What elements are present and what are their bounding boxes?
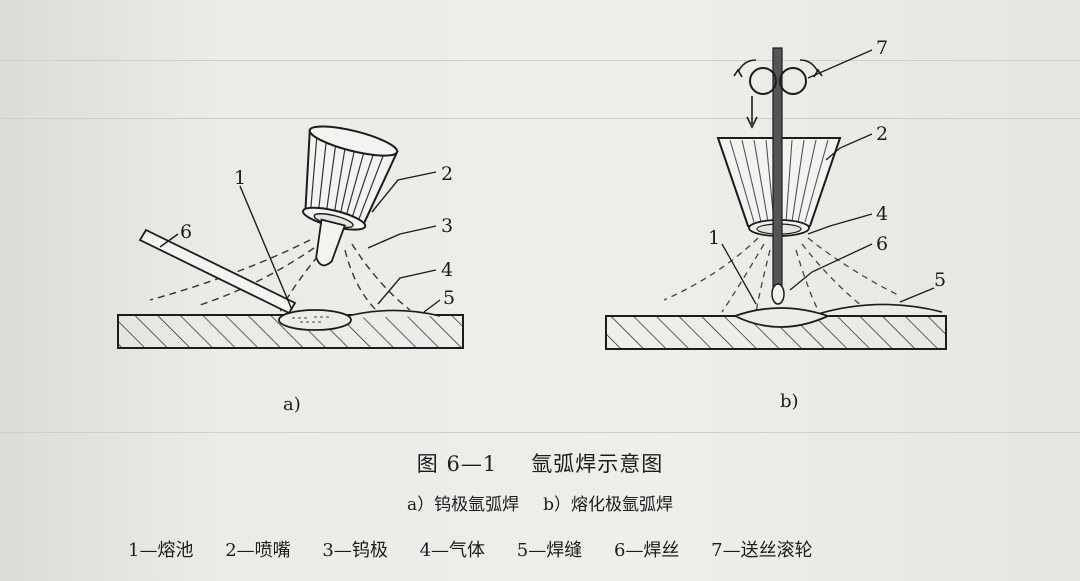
leader-lines-b <box>721 49 935 305</box>
filler-wire-a <box>138 228 297 315</box>
bleed-through-line <box>0 432 1080 433</box>
callouts-a: 1 2 3 4 5 6 <box>180 163 455 309</box>
subcaption-b: b）熔化极氩弧焊 <box>543 495 674 515</box>
weld-seam-a <box>339 309 441 319</box>
callout-a-6: 6 <box>180 221 192 243</box>
callout-a-2: 2 <box>441 163 453 185</box>
figure-subcaption: a）钨极氩弧焊 b）熔化极氩弧焊 <box>0 490 1080 515</box>
wire-droplet-b <box>771 283 785 305</box>
nozzle-a <box>302 125 399 267</box>
legend-item: 7—送丝滚轮 <box>711 540 813 561</box>
molten-pool-a <box>278 309 352 331</box>
molten-pool-b <box>732 307 831 328</box>
subcaption-a: a）钨极氩弧焊 <box>406 495 520 515</box>
callout-a-3: 3 <box>441 215 453 237</box>
callout-b-1: 1 <box>708 227 720 249</box>
figure-title: 氩弧焊示意图 <box>531 452 664 476</box>
figure-caption: 图 6—1 氩弧焊示意图 <box>0 448 1080 478</box>
shielding-gas-b <box>663 237 901 313</box>
legend-item: 4—气体 <box>419 540 486 561</box>
bleed-through-line <box>0 60 1080 61</box>
panel-b-mig: 1 2 4 5 6 7 b) <box>605 37 947 412</box>
legend-item: 3—钨极 <box>322 540 388 561</box>
figure-legend: 1—熔池 2—喷嘴 3—钨极 4—气体 5—焊缝 6—焊丝 7—送丝滚轮 <box>128 536 1028 562</box>
callout-b-6: 6 <box>876 233 888 255</box>
panel-a-tig: 1 2 3 4 5 6 a) <box>117 125 464 415</box>
tungsten-electrode-a <box>315 218 346 267</box>
legend-item: 5—焊缝 <box>516 540 583 561</box>
panel-a-label: a) <box>283 394 301 415</box>
legend-item: 6—焊丝 <box>613 540 680 561</box>
feed-rollers-b <box>733 59 823 129</box>
callout-b-4: 4 <box>876 203 888 225</box>
weld-seam-b <box>817 303 943 315</box>
callout-a-1: 1 <box>234 167 246 189</box>
bleed-through-line <box>0 118 1080 119</box>
figure-number: 图 6—1 <box>416 452 498 476</box>
callouts-b: 1 2 4 5 6 7 <box>708 37 946 291</box>
callout-a-4: 4 <box>441 259 453 281</box>
callout-b-7: 7 <box>876 37 888 59</box>
callout-b-2: 2 <box>876 123 888 145</box>
legend-item: 1—熔池 <box>128 540 194 561</box>
leader-lines-a <box>159 171 441 313</box>
callout-b-5: 5 <box>934 269 946 291</box>
panel-b-label: b) <box>780 391 799 412</box>
callout-a-5: 5 <box>443 287 455 309</box>
legend-item: 2—喷嘴 <box>225 540 291 561</box>
